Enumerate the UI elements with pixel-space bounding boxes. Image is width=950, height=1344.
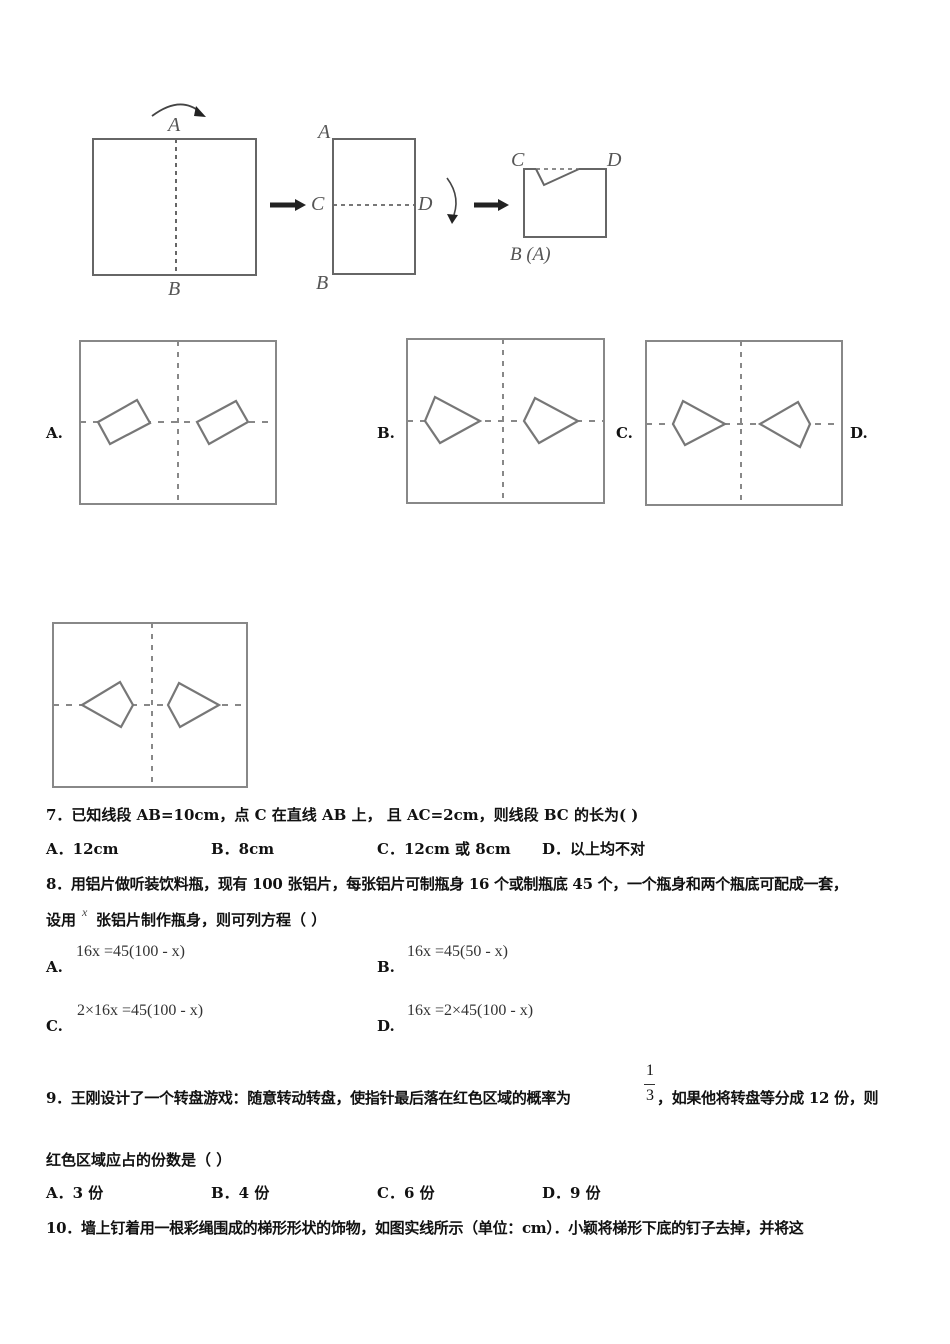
q8-option-b-letter[interactable]: B. [377,958,395,976]
fig-label-d2: D [418,193,433,215]
q8-option-c-letter[interactable]: C. [46,1017,63,1035]
fig-label-d3: D [607,149,622,171]
q9-stem-pre: 9．王刚设计了一个转盘游戏：随意转动转盘，使指针最后落在红色区域的概率为 [46,1089,571,1107]
fig-label-b1: B [168,278,181,300]
q7-option-a[interactable]: A．12cm [46,840,119,858]
q8-option-c-expr[interactable]: 2×16x =45(100 - x) [77,1002,204,1019]
q9-stem-line2: 红色区域应占的份数是（ ） [46,1151,232,1169]
q9-option-b[interactable]: B．4 份 [211,1184,270,1202]
q8-option-d-expr[interactable]: 16x =2×45(100 - x) [407,1002,534,1019]
q6-option-d-label[interactable]: D. [850,424,868,442]
q9-option-a[interactable]: A．3 份 [46,1184,104,1202]
q9-fraction-denominator: 3 [646,1087,654,1104]
fig-label-ba3: B (A) [510,244,551,265]
q8-option-a-expr[interactable]: 16x =45(100 - x) [76,943,186,960]
q8-option-a-letter[interactable]: A. [46,958,63,976]
q8-option-b-expr[interactable]: 16x =45(50 - x) [407,943,509,960]
q7-option-d[interactable]: D．以上均不对 [542,840,646,858]
q6-option-b-label[interactable]: B. [377,424,395,442]
q9-fraction-bar [644,1084,655,1085]
q9-fraction-numerator: 1 [646,1062,654,1079]
fig-label-c2: C [311,193,325,215]
q7-option-c[interactable]: C．12cm 或 8cm [377,840,511,858]
fold-process-figure: A B A C D B C D B (A) [0,0,950,320]
q8-stem-line2-pre: 设用 [46,911,77,929]
q6-option-a-label[interactable]: A. [46,424,63,442]
q9-option-d[interactable]: D．9 份 [542,1184,601,1202]
q8-option-d-letter[interactable]: D. [377,1017,395,1035]
q6-option-c-label[interactable]: C. [616,424,633,442]
fig-label-b2: B [316,272,329,294]
q8-stem-var: x [82,905,88,919]
q8-stem-line1: 8．用铝片做听装饮料瓶，现有 100 张铝片，每张铝片可制瓶身 16 个或制瓶底… [46,875,848,893]
fig-label-a2: A [318,121,331,143]
q8-stem-line2-post: 张铝片制作瓶身，则可列方程（ ） [96,911,327,929]
q9-stem-post: ，如果他将转盘等分成 12 份，则 [657,1089,879,1107]
q10-stem: 10．墙上钉着用一根彩绳围成的梯形形状的饰物，如图实线所示（单位：cm）．小颖将… [46,1219,804,1237]
q7-option-b[interactable]: B．8cm [211,840,275,858]
q9-option-c[interactable]: C．6 份 [377,1184,435,1202]
q7-stem: 7．已知线段 AB=10cm，点 C 在直线 AB 上， 且 AC=2cm，则线… [46,806,639,824]
fig-label-c3: C [511,149,525,171]
fig-label-a1: A [168,114,181,136]
